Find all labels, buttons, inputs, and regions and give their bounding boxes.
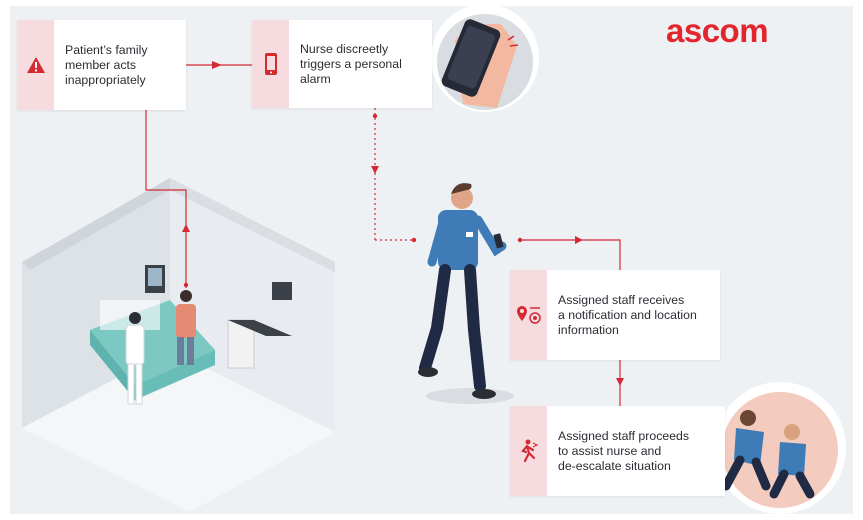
running-person-icon xyxy=(520,439,538,463)
brand-logo: ascom xyxy=(666,12,769,49)
step-text: Assigned staff receives a notification a… xyxy=(558,292,697,337)
step-icon-container xyxy=(510,406,547,496)
step-card-nurse-alarm: Nurse discreetly triggers a personal ala… xyxy=(252,20,432,108)
location-notification-icon xyxy=(516,306,541,324)
step-icon-container xyxy=(510,270,547,360)
step-text: Patient’s family member acts inappropria… xyxy=(65,42,148,87)
warning-triangle-icon xyxy=(26,57,45,73)
step-icon-container xyxy=(252,20,289,108)
flow-arrows xyxy=(182,61,624,386)
running-staff-illustration xyxy=(714,382,846,514)
phone-alarm-illustration xyxy=(431,4,539,112)
step-icon-container xyxy=(17,20,54,110)
step-text: Nurse discreetly triggers a personal ala… xyxy=(300,41,402,86)
nurse-walking-illustration xyxy=(418,183,514,404)
hospital-room-illustration xyxy=(22,178,335,512)
step-text: Assigned staff proceeds to assist nurse … xyxy=(558,428,690,473)
step-card-family-member: Patient’s family member acts inappropria… xyxy=(17,20,186,110)
step-card-staff-assists: Assigned staff proceeds to assist nurse … xyxy=(510,406,725,496)
mobile-phone-icon xyxy=(264,53,277,75)
step-card-staff-notified: Assigned staff receives a notification a… xyxy=(510,270,720,360)
